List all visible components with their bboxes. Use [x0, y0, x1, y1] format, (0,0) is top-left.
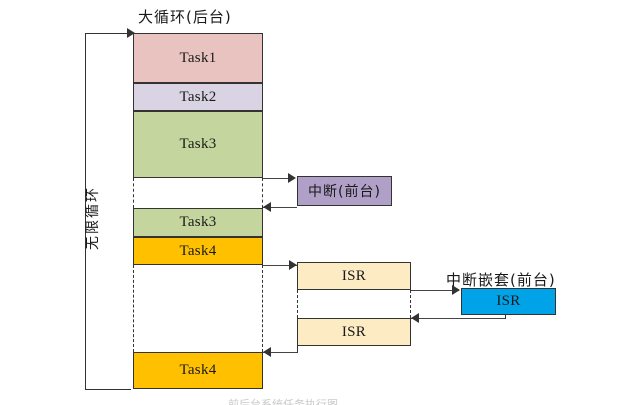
- connector-from-nested-isr-riser: [505, 315, 506, 319]
- connector-from-isr-arrow-icon: [263, 347, 271, 357]
- isr-gap-dashed-left: [297, 290, 298, 318]
- task-block-task1: Task1: [133, 33, 263, 83]
- connector-from-isr: [263, 352, 297, 353]
- gap-dashed-right-1: [262, 178, 263, 208]
- connector-to-nested-isr-arrow-icon: [452, 285, 460, 295]
- connector-to-isr-upper-arrow-icon: [289, 260, 297, 270]
- label-nested-interrupt: 中断嵌套(前台): [446, 271, 556, 289]
- gap-dashed-left-2: [133, 265, 134, 352]
- task-block-task2: Task2: [133, 83, 263, 111]
- loop-arrowhead-icon: [127, 28, 135, 38]
- task-block-task4-resumed: Task4: [133, 352, 263, 389]
- connector-to-interrupt-arrow-icon: [288, 173, 296, 183]
- isr-block-nested: ISR: [461, 288, 556, 315]
- loop-top-segment: [85, 33, 129, 34]
- isr-block-upper: ISR: [297, 262, 411, 290]
- isr-block-lower: ISR: [297, 318, 411, 346]
- task-block-task3-resumed: Task3: [133, 208, 263, 237]
- figure-caption: 前后台系统任务执行图: [228, 398, 338, 405]
- interrupt-block: 中断(前台): [297, 176, 392, 206]
- title-background-loop: 大循环(后台): [138, 8, 232, 26]
- connector-from-nested-isr-arrow-icon: [411, 313, 419, 323]
- connector-to-nested-isr: [411, 290, 459, 291]
- task-block-task3-first: Task3: [133, 111, 263, 178]
- loop-left-segment: [85, 33, 86, 390]
- loop-bottom-segment: [85, 389, 131, 390]
- connector-from-isr-riser: [297, 346, 298, 353]
- gap-dashed-right-2: [262, 265, 263, 352]
- connector-to-isr-upper: [263, 265, 297, 266]
- isr-gap-dashed-right: [410, 290, 411, 318]
- task-block-task4-first: Task4: [133, 237, 263, 265]
- connector-from-interrupt-arrow-icon: [263, 202, 271, 212]
- connector-from-interrupt: [263, 207, 297, 208]
- label-infinite-loop: 无限循环: [85, 186, 101, 250]
- connector-from-nested-isr: [411, 318, 506, 319]
- gap-dashed-left-1: [133, 178, 134, 208]
- connector-to-interrupt: [263, 178, 294, 179]
